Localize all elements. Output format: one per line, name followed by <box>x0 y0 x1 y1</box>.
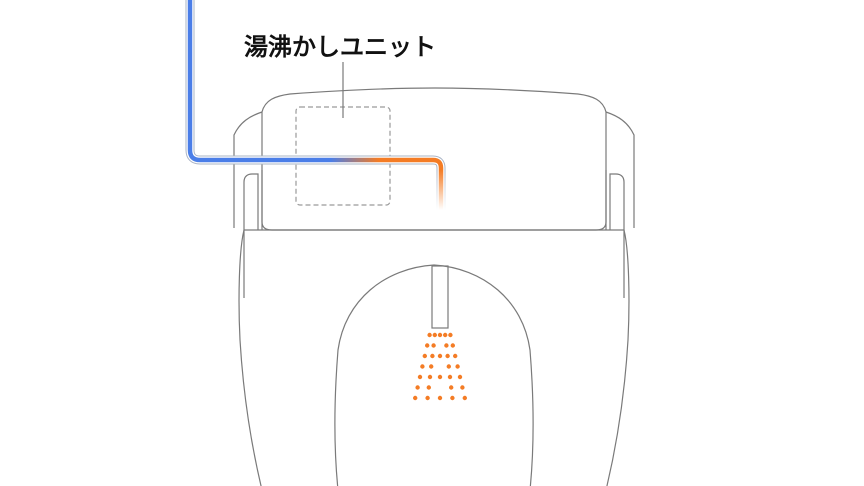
toilet-body-outline <box>238 229 630 486</box>
spray-dot <box>427 374 433 380</box>
spray-dot <box>425 395 430 401</box>
spray-dot <box>437 353 443 359</box>
spray-dot <box>431 343 436 348</box>
tank-rim-outline <box>233 111 263 228</box>
spray-dot <box>422 353 427 359</box>
spray-dot <box>415 385 420 390</box>
spray-dot <box>447 374 453 380</box>
spray-dot <box>437 395 443 401</box>
spray-dot <box>457 374 463 380</box>
spray-dot <box>427 332 432 338</box>
pipe-core <box>187 0 444 214</box>
spray-dot <box>449 385 454 390</box>
water-pipe <box>185 0 446 214</box>
spray-dot <box>443 332 448 338</box>
spray-dot <box>417 374 423 380</box>
spray-dot <box>420 364 425 369</box>
spray-dot <box>448 332 453 338</box>
left-hinge-outline <box>243 173 259 298</box>
nozzle-outline <box>431 265 449 329</box>
spray-dot <box>453 353 458 359</box>
bowl-opening-outline <box>334 264 534 486</box>
heating-unit-label: 湯沸かしユニット <box>244 33 436 61</box>
tank-lid-outline <box>261 87 607 230</box>
spray-dot <box>445 353 450 359</box>
tank-rim-outline-right <box>605 111 635 228</box>
spray-dot <box>429 364 434 369</box>
spray-dot <box>413 395 418 401</box>
spray-dot <box>450 343 455 348</box>
spray-dot <box>430 353 435 359</box>
spray-dot <box>450 395 455 401</box>
spray-dot <box>425 343 430 348</box>
spray-dot <box>432 332 437 338</box>
spray-dot <box>462 395 467 401</box>
spray-dot <box>455 364 460 369</box>
spray-dot <box>444 343 449 348</box>
spray-dot <box>437 374 443 380</box>
spray-dot <box>446 364 451 369</box>
spray-dot <box>437 332 443 338</box>
spray-dot <box>426 385 431 390</box>
right-hinge-outline <box>609 173 625 298</box>
water-spray <box>413 332 467 401</box>
spray-dot <box>460 385 465 390</box>
tank-inner-panel <box>261 170 607 231</box>
